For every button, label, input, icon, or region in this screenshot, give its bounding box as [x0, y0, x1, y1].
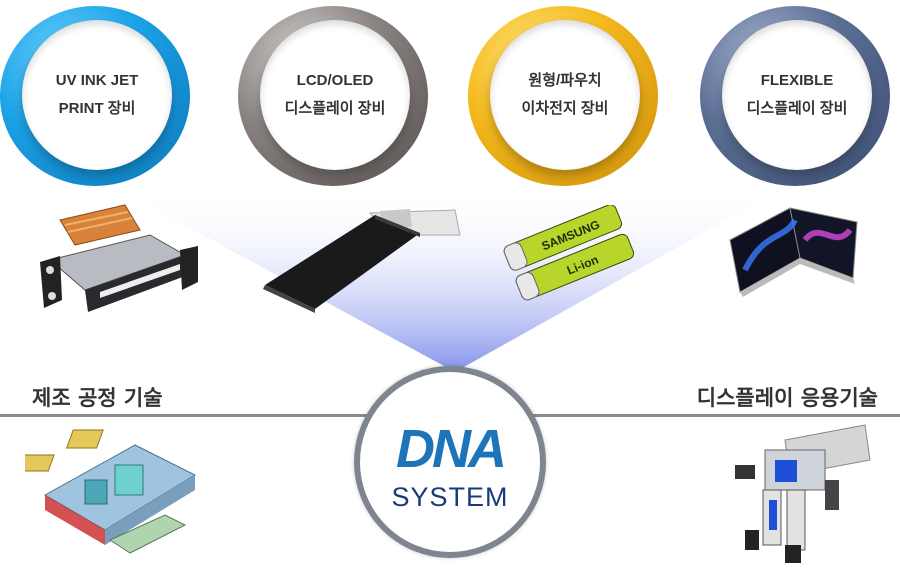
circle-label-line1: LCD/OLED	[296, 72, 374, 89]
display-application-label: 디스플레이 응용기술	[696, 386, 878, 410]
circle-inner: UV INK JET PRINT 장비	[22, 20, 172, 170]
circle-label-line2: PRINT 장비	[58, 100, 136, 117]
battery-image: SAMSUNG Li-ion	[503, 205, 635, 301]
circle-label-line1: UV INK JET	[55, 72, 139, 89]
spotlight-triangle	[120, 190, 780, 372]
category-circle-uv-inkjet: UV INK JET PRINT 장비	[0, 6, 190, 186]
foldable-phone-image	[729, 207, 858, 297]
logo-system-text: SYSTEM	[391, 482, 509, 512]
circle-label-line2: 디스플레이 장비	[746, 100, 848, 117]
divider-left	[0, 414, 372, 417]
circle-label-line2: 디스플레이 장비	[284, 100, 386, 117]
circle-label-line2: 이차전지 장비	[521, 100, 609, 117]
manufacturing-machine-image	[25, 429, 197, 554]
oled-panel-image	[263, 209, 461, 313]
circle-label-line1: 원형/파우치	[528, 72, 602, 89]
circle-inner: FLEXIBLE 디스플레이 장비	[722, 20, 872, 170]
display-machine-image	[735, 424, 871, 563]
logo-dna-text: DNA	[396, 419, 507, 479]
company-logo: DNA SYSTEM	[354, 366, 546, 558]
category-circle-lcd-oled: LCD/OLED 디스플레이 장비	[238, 6, 428, 186]
manufacturing-tech-label: 제조 공정 기술	[32, 386, 163, 410]
category-circle-battery: 원형/파우치 이차전지 장비	[468, 6, 658, 186]
inkjet-printhead-image	[40, 204, 198, 312]
circle-label-line1: FLEXIBLE	[760, 72, 834, 89]
circle-inner: 원형/파우치 이차전지 장비	[490, 20, 640, 170]
category-circle-flexible: FLEXIBLE 디스플레이 장비	[700, 6, 890, 186]
circle-inner: LCD/OLED 디스플레이 장비	[260, 20, 410, 170]
divider-right	[530, 414, 900, 417]
